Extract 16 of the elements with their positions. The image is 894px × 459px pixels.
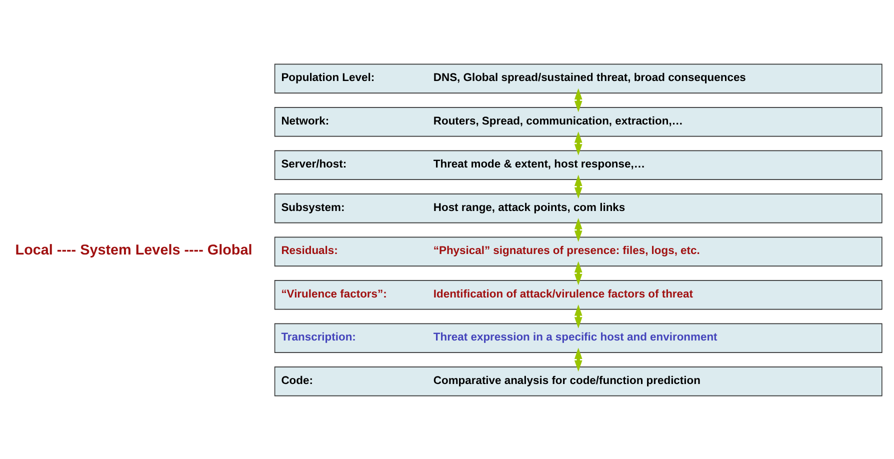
node-box: “Virulence factors”: Identification of attack/virulence factors of threat xyxy=(274,280,882,310)
arrow xyxy=(574,304,582,328)
node-box: Residuals: “Physical” signatures of presence: files, logs, etc. xyxy=(274,236,882,266)
node-box: Network: Routers, Spread, communication, extraction,… xyxy=(274,106,882,136)
arrow xyxy=(574,217,582,242)
node-box: Population Level: DNS, Global spread/sustained threat, broad consequences xyxy=(274,63,882,93)
arrow xyxy=(574,260,582,285)
label: Local ---- System Levels ---- Global xyxy=(15,242,252,258)
arrow xyxy=(574,347,582,372)
node-box: Server/host: Threat mode & extent, host response,… xyxy=(274,150,882,180)
arrow xyxy=(574,174,582,198)
node-box: Transcription: Threat expression in a specific host and environment xyxy=(274,322,882,352)
node-box: Subsystem: Host range, attack points, com links xyxy=(274,193,882,223)
arrow xyxy=(574,130,582,155)
arrow xyxy=(574,88,582,112)
node-box: Code: Comparative analysis for code/function prediction xyxy=(274,366,882,396)
